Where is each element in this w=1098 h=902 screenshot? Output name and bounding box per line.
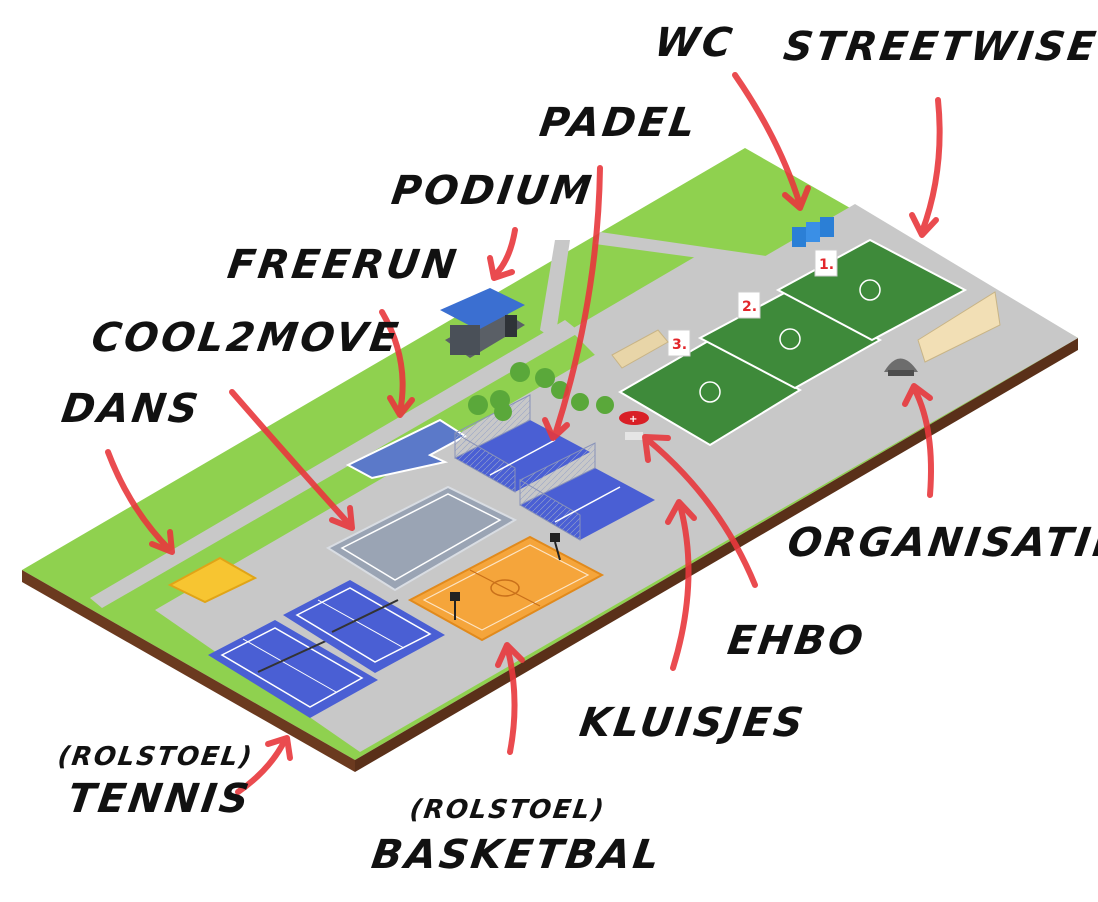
freerun-area <box>345 418 467 480</box>
dans-label: DANS <box>58 386 204 432</box>
organisatie-label: ORGANISATIE <box>784 520 1098 566</box>
padel-label: PADEL <box>536 100 701 146</box>
dance-floor <box>167 556 258 604</box>
field-number-3: 3. <box>672 337 687 353</box>
field-number-2: 2. <box>742 299 757 315</box>
podium-label: PODIUM <box>388 168 597 214</box>
basketbal-label: BASKETBAL <box>368 832 666 878</box>
cool2move-court <box>325 485 518 592</box>
basketbal-prefix-label: (ROLSTOEL) <box>407 795 608 825</box>
stage <box>440 288 525 358</box>
tennis-prefix-label: (ROLSTOEL) <box>55 742 256 772</box>
field-number-flags: 3. 2. 1. <box>667 249 838 357</box>
svg-text:+: + <box>629 414 637 425</box>
pointer-arrows <box>105 72 943 795</box>
toilets <box>792 217 834 247</box>
wc-label: WC <box>651 20 738 66</box>
tennis-courts <box>208 580 445 718</box>
kluisjes-label: KLUISJES <box>576 700 809 746</box>
freerun-label: FREERUN <box>224 242 462 288</box>
first-aid-post: + <box>619 411 649 440</box>
bleachers <box>611 291 1001 369</box>
padel-courts <box>454 394 655 541</box>
organisation-tent <box>884 358 918 376</box>
field-number-1: 1. <box>819 257 834 273</box>
streetwise-label: STREETWISE <box>780 24 1098 70</box>
ehbo-label: EHBO <box>724 618 869 664</box>
basketball-court <box>407 533 605 642</box>
tennis-label: TENNIS <box>64 776 255 822</box>
cool2move-label: COOL2MOVE <box>88 315 404 361</box>
